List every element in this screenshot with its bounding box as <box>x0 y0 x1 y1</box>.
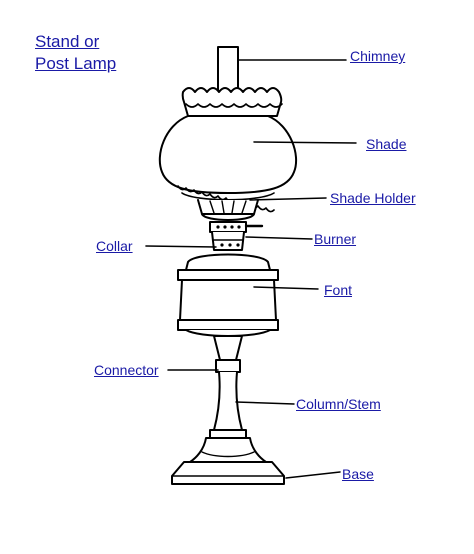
label-chimney: Chimney <box>350 48 406 64</box>
label-font: Font <box>324 282 353 298</box>
diagram-title: Stand or Post Lamp <box>35 31 116 75</box>
title-line-2: Post Lamp <box>35 54 117 73</box>
base-part <box>171 461 285 485</box>
burner-part <box>209 221 264 233</box>
shade-leader <box>253 141 357 144</box>
label-base: Base <box>342 466 374 482</box>
column-leader <box>235 401 295 405</box>
title-line-1: Stand or <box>35 32 100 51</box>
leader-lines <box>145 59 357 479</box>
label-collar: Collar <box>96 238 133 254</box>
label-shade: Shade <box>366 136 407 152</box>
shade-holder-leader <box>249 197 327 201</box>
shade-part <box>158 87 298 213</box>
base-leader <box>285 471 341 479</box>
chimney-part <box>212 46 244 92</box>
label-shade-holder: Shade Holder <box>330 190 416 206</box>
column-part <box>189 335 267 463</box>
font-leader <box>253 286 319 290</box>
label-column-stem: Column/Stem <box>296 396 381 412</box>
collar-leader <box>145 245 217 248</box>
label-connector: Connector <box>94 362 159 378</box>
label-burner: Burner <box>314 231 357 247</box>
burner-leader <box>245 236 313 240</box>
font-part <box>177 253 279 337</box>
shade-holder-part <box>197 199 259 221</box>
collar-part <box>211 231 245 251</box>
